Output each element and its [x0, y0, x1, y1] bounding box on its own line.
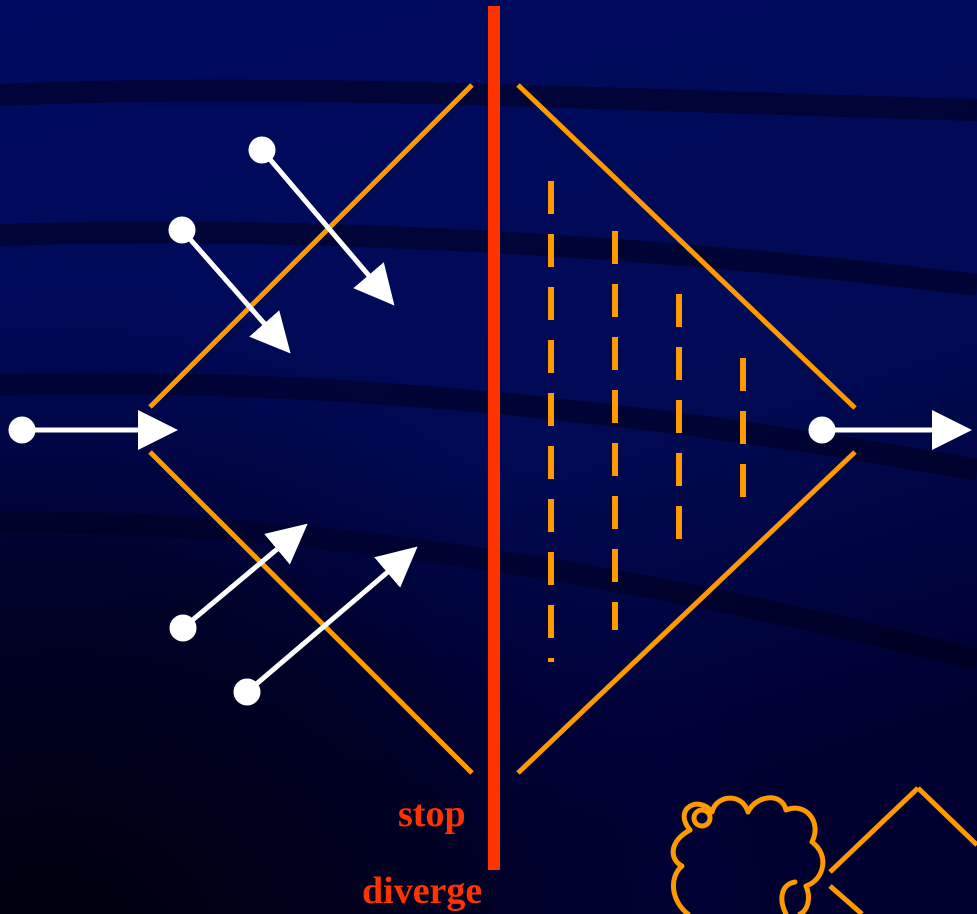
particle-dot-icon [236, 681, 258, 703]
stop-barrier [488, 6, 500, 870]
stop-label: stop [398, 795, 466, 833]
particle-dot-icon [11, 419, 33, 441]
diverge-label: diverge [362, 872, 482, 910]
particle-dot-icon [811, 419, 833, 441]
particle-dot-icon [251, 139, 273, 161]
particle-dot-icon [172, 617, 194, 639]
particle-dot-icon [171, 219, 193, 241]
